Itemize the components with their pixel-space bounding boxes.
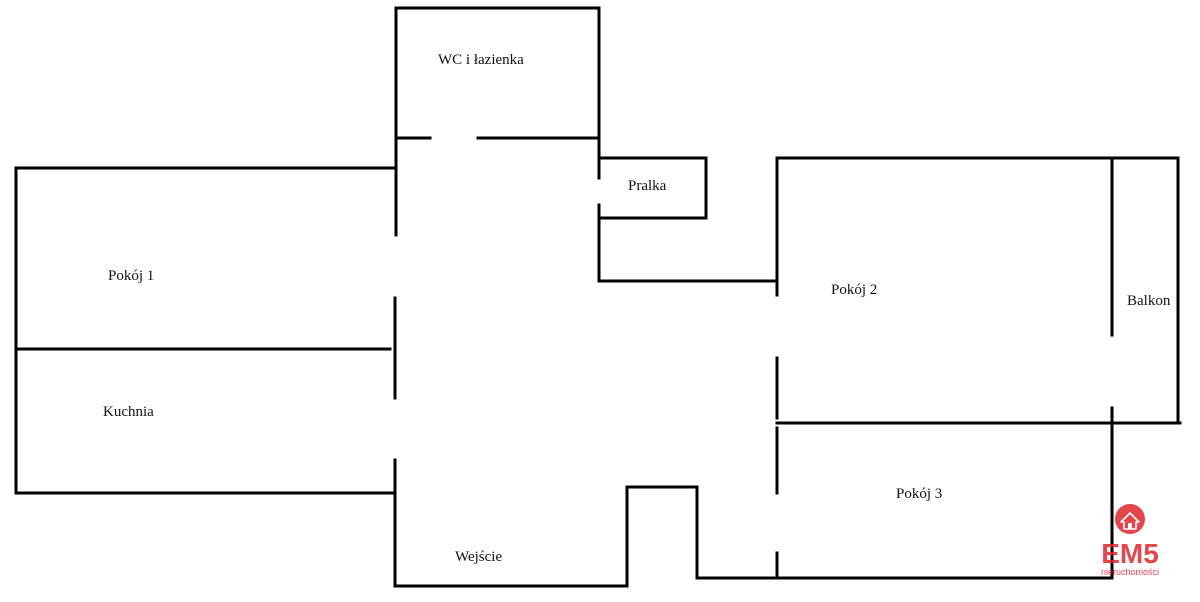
room-label-pokoj-2: Pokój 2 bbox=[831, 282, 877, 298]
room-label-pralka: Pralka bbox=[628, 178, 667, 194]
room-label-balkon: Balkon bbox=[1127, 293, 1171, 309]
logo-subtitle: nieruchomości bbox=[1101, 567, 1159, 577]
house-door bbox=[1128, 523, 1132, 529]
logo-circle bbox=[1115, 504, 1145, 534]
room-label-wc: WC i łazienka bbox=[438, 52, 524, 68]
room-label-kuchnia: Kuchnia bbox=[103, 404, 154, 420]
house-icon bbox=[1120, 512, 1140, 530]
walls bbox=[14, 6, 1182, 588]
em5-logo: EM5 nieruchomości bbox=[1101, 504, 1159, 577]
room-labels: WC i łazienka Pralka Pokój 1 Kuchnia Pok… bbox=[103, 52, 1171, 565]
room-label-wejscie: Wejście bbox=[455, 549, 502, 565]
room-label-pokoj-3: Pokój 3 bbox=[896, 486, 942, 502]
room-label-pokoj-1: Pokój 1 bbox=[108, 268, 154, 284]
logo-title: EM5 bbox=[1101, 538, 1159, 569]
